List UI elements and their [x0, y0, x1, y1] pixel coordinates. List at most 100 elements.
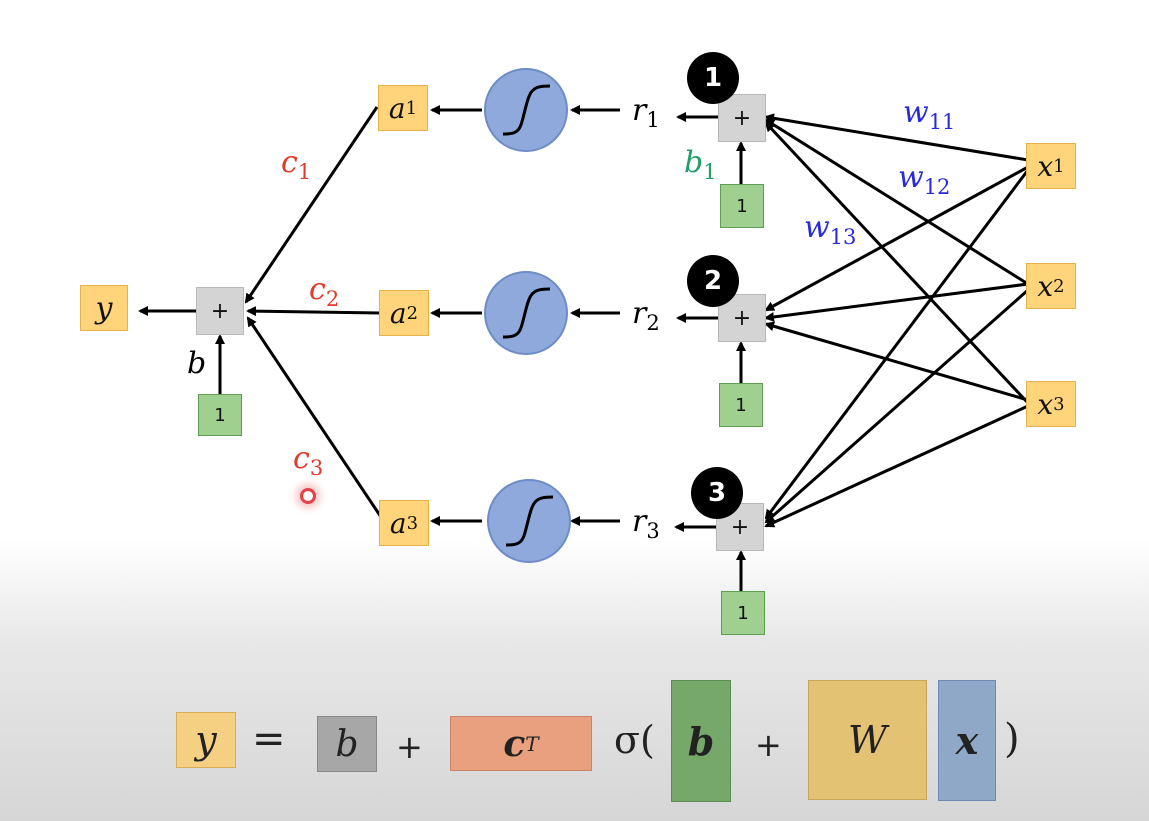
hidden-r1: r1	[632, 93, 660, 132]
edge-x2-to-sum2	[764, 282, 1029, 322]
equation-equals: =	[252, 716, 286, 762]
output-bias-label: b	[187, 346, 207, 381]
hidden-r3-label: r	[632, 504, 647, 539]
weight-w13-label: w	[804, 210, 830, 245]
weight-w11-sub: 11	[928, 110, 956, 134]
equation-b-label: b	[335, 723, 359, 765]
hidden-a2-sub: 2	[406, 302, 419, 324]
equation-y-label: y	[195, 718, 217, 762]
edge-x3-to-sum2	[764, 321, 1029, 402]
output-bias-input: 1	[198, 394, 242, 436]
hidden-bias-input-1: 1	[720, 184, 764, 228]
input-x3-label: x	[1037, 387, 1054, 421]
equation-sigma: σ(	[614, 718, 655, 762]
hidden-r2-sub: 2	[646, 311, 660, 335]
weight-w12-sub: 12	[923, 175, 951, 199]
weight-c2-label: c	[309, 272, 326, 307]
neuron-badge-1: 1	[687, 52, 739, 104]
neuron-badge-2: 2	[687, 255, 739, 307]
hidden-r1-sub: 1	[646, 108, 660, 132]
edge-x1-to-sum2	[764, 165, 1029, 312]
neuron-badge-2-number: 2	[703, 266, 723, 296]
edge-a1-to-sum	[244, 106, 379, 304]
hidden-a1-label: a	[388, 91, 406, 125]
hidden-bias-label-text: b	[684, 145, 704, 180]
weight-w12: w12	[898, 160, 950, 199]
hidden-sum-2-symbol: +	[732, 305, 752, 331]
hidden-a3-label: a	[389, 506, 407, 540]
weight-c3-sub: 3	[309, 456, 324, 480]
weight-w11: w11	[903, 95, 955, 134]
input-x3-sub: 3	[1053, 393, 1065, 415]
input-x2-label: x	[1037, 269, 1054, 303]
equation-plus-2: +	[755, 726, 782, 764]
edge-x1-to-sum1	[764, 113, 1029, 162]
output-y-node: y	[80, 285, 128, 331]
weight-c1-sub: 1	[297, 160, 312, 184]
weight-w13-sub: 13	[829, 225, 857, 249]
laser-pointer-dot	[300, 488, 316, 504]
edge-x1-to-sum3	[764, 169, 1030, 520]
edge-a3-to-sum	[246, 316, 385, 521]
output-sum-node: +	[196, 287, 244, 335]
edge-x2-to-sum1	[764, 118, 1029, 286]
hidden-bias-input-3: 1	[721, 591, 765, 635]
hidden-a2-label: a	[389, 296, 407, 330]
hidden-r2: r2	[632, 296, 660, 335]
hidden-r3: r3	[632, 504, 660, 543]
weight-c2-sub: 2	[325, 287, 340, 311]
equation-y-box: y	[176, 712, 236, 768]
neuron-badge-1-number: 1	[703, 63, 723, 93]
equation-W-label: W	[847, 718, 888, 762]
equation-b-vector-box: b	[671, 680, 731, 802]
hidden-bias-input-1-value: 1	[736, 195, 748, 217]
weight-w13: w13	[804, 210, 856, 249]
input-x1-sub: 1	[1053, 155, 1065, 177]
weight-c1-label: c	[281, 145, 298, 180]
equation-x-label: x	[955, 718, 979, 763]
hidden-a1-sub: 1	[405, 97, 418, 119]
hidden-sum-node-1: +	[718, 94, 766, 142]
equation-plus-1: +	[396, 728, 423, 766]
hidden-a3-sub: 3	[406, 512, 419, 534]
edge-x3-to-sum1	[764, 121, 1030, 405]
neuron-badge-3-number: 3	[707, 478, 727, 508]
edge-x3-to-sum3	[764, 404, 1029, 528]
input-x1-label: x	[1037, 149, 1054, 183]
equation-cT-sup: T	[525, 731, 539, 756]
edge-a2-to-sum	[246, 306, 381, 317]
hidden-bias-label: b1	[684, 145, 717, 184]
equation-x-box: x	[938, 680, 996, 801]
hidden-bias-label-sub: 1	[703, 160, 717, 184]
output-sum-symbol: +	[210, 298, 230, 324]
hidden-sum-1-symbol: +	[732, 105, 752, 131]
edge-x2-to-sum3	[764, 288, 1029, 524]
weight-c1: c1	[281, 145, 311, 184]
input-x2-sub: 2	[1053, 275, 1065, 297]
hidden-r3-sub: 3	[646, 519, 660, 543]
hidden-sum-3-symbol: +	[730, 514, 750, 540]
equation-b-box: b	[317, 716, 377, 772]
hidden-bias-input-3-value: 1	[737, 602, 749, 624]
equation-b-vector-label: b	[687, 718, 715, 764]
weight-w12-label: w	[898, 160, 924, 195]
neuron-badge-3: 3	[691, 467, 743, 519]
equation-W-box: W	[808, 680, 927, 800]
equation-cT-label: c	[503, 722, 526, 765]
hidden-r2-label: r	[632, 296, 647, 331]
hidden-bias-input-2: 1	[719, 383, 763, 427]
weight-c3: c3	[293, 441, 323, 480]
hidden-bias-input-2-value: 1	[735, 394, 747, 416]
equation-close-paren: )	[1004, 716, 1020, 762]
output-bias-input-value: 1	[214, 404, 226, 426]
hidden-r1-label: r	[632, 93, 647, 128]
